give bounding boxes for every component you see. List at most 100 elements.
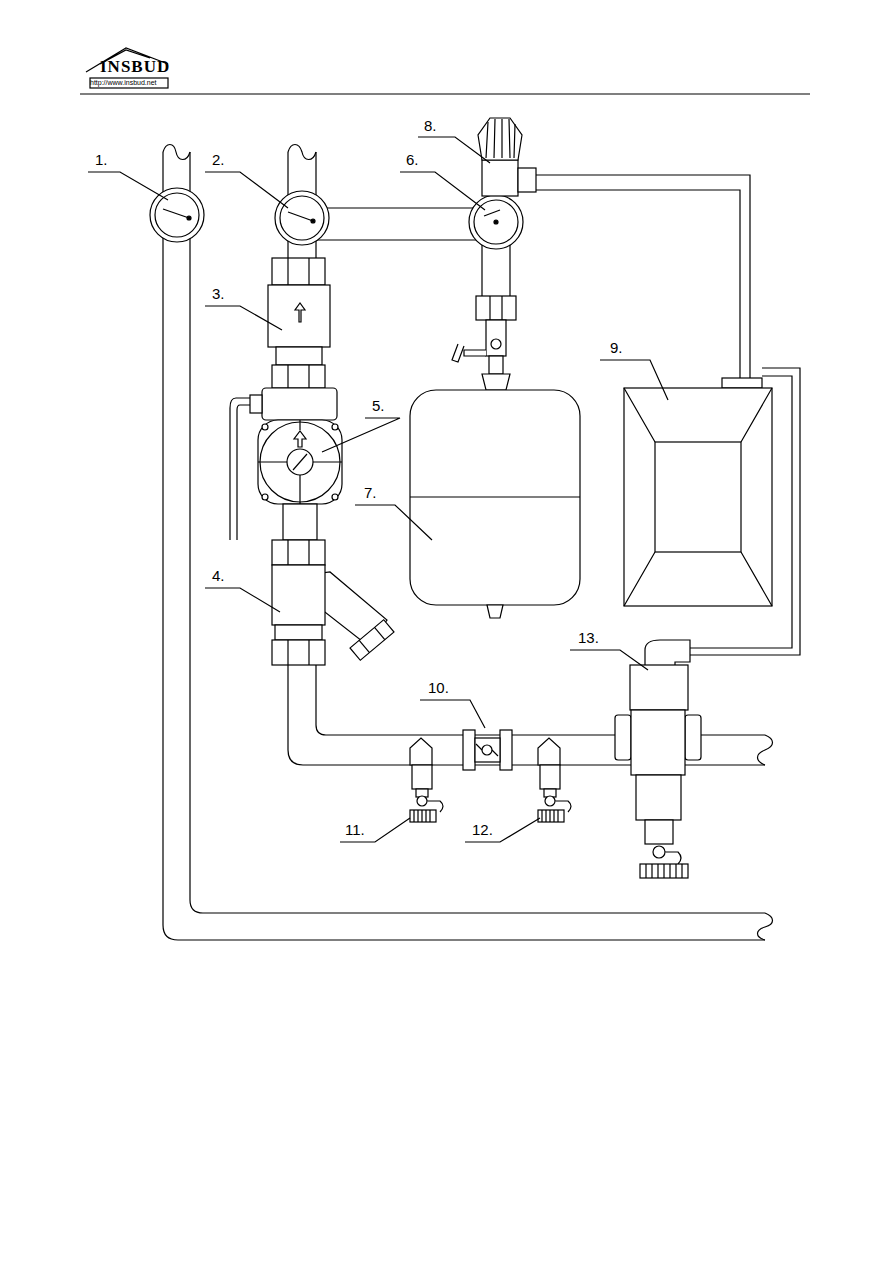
supply-pipe (316, 208, 480, 240)
air-separator (645, 640, 690, 665)
pump (250, 395, 262, 413)
return-pipe (163, 145, 190, 160)
air-separator (646, 864, 682, 878)
drain-valve (417, 796, 427, 806)
ball-valve (463, 730, 475, 770)
check-valve (272, 258, 325, 285)
thermometer (311, 219, 315, 223)
check-valve (295, 303, 305, 322)
safety-valve (482, 160, 518, 196)
tank (624, 388, 772, 606)
supply-pipe (482, 245, 510, 296)
vessel-connection (489, 296, 490, 320)
check-valve (287, 365, 288, 388)
thermometer (163, 209, 189, 218)
pump (258, 420, 342, 504)
strainer (308, 640, 309, 665)
strainer (350, 620, 394, 661)
leader-lines (355, 505, 432, 540)
return-pipe (163, 152, 765, 940)
callout-number: 12. (472, 822, 493, 839)
pump (293, 454, 307, 470)
air-separator (653, 846, 665, 858)
safety-valve (478, 118, 522, 160)
manometer (469, 195, 523, 249)
air-separator (645, 820, 673, 844)
air-separator (685, 715, 701, 760)
return-pipe (758, 913, 773, 940)
pump (287, 540, 288, 565)
thermometer (275, 191, 329, 245)
lower-pipe (288, 665, 773, 765)
leader-lines (400, 172, 485, 210)
leader-lines (322, 418, 400, 452)
tank (624, 378, 772, 606)
tank (624, 388, 772, 606)
safety-valve (478, 118, 536, 196)
vessel-connection (491, 339, 501, 349)
thermometer (288, 212, 313, 221)
pump (230, 398, 258, 540)
vessel-connection (476, 296, 516, 320)
strainer (375, 627, 385, 639)
vessel-connection (452, 296, 516, 390)
url-text: http://www.insbud.net (90, 79, 157, 87)
check-valve (287, 258, 288, 285)
drain-pipe (536, 175, 750, 380)
tank (655, 442, 741, 552)
expansion-vessel (410, 390, 580, 605)
thermometer (150, 188, 204, 242)
ball-valve (475, 738, 500, 762)
pump (332, 494, 338, 500)
expansion-vessel (410, 390, 580, 618)
air-separator (630, 665, 688, 710)
leader-lines (600, 360, 668, 400)
thermometer (275, 191, 329, 245)
return-pipe (163, 145, 773, 941)
check-valve (308, 365, 309, 388)
pump (272, 540, 325, 565)
lower-pipe (758, 735, 773, 765)
pump (258, 420, 342, 504)
callout-number: 13. (578, 630, 599, 647)
leader-lines (418, 137, 490, 163)
callout-number: 5. (372, 398, 385, 415)
pump (283, 504, 317, 540)
thermometer (155, 193, 199, 237)
safety-valve (518, 168, 536, 192)
pump (308, 540, 309, 565)
drain-valve (414, 810, 430, 822)
expansion-vessel (410, 496, 580, 497)
safety-valve (486, 119, 515, 158)
logo-text: INSBUD (100, 58, 170, 77)
check-valve (268, 258, 330, 388)
vessel-connection (489, 356, 503, 374)
ball-valve (476, 744, 498, 756)
callout-number: 1. (95, 152, 108, 169)
leader-lines (420, 700, 485, 728)
callout-number: 7. (364, 485, 377, 502)
return-pipe (190, 152, 765, 913)
strainer (287, 640, 288, 665)
strainer (272, 565, 394, 665)
leader-lines (88, 137, 668, 842)
pump (332, 424, 338, 430)
air-separator (631, 710, 685, 775)
thermometer (280, 196, 324, 240)
pump (230, 388, 342, 565)
check-valve (268, 285, 330, 347)
header (90, 78, 168, 88)
drain-valve (410, 738, 443, 822)
leader-lines (205, 306, 282, 330)
manometer (484, 210, 500, 216)
check-valve (276, 347, 322, 365)
pump (262, 388, 337, 420)
pump (262, 424, 268, 430)
leader-lines (570, 650, 648, 670)
vessel-connection (486, 320, 506, 356)
ball-valve (463, 730, 512, 770)
thermometer (150, 188, 204, 242)
vessel-connection (501, 296, 502, 320)
manometer (494, 220, 498, 224)
callout-number: 10. (428, 680, 449, 697)
